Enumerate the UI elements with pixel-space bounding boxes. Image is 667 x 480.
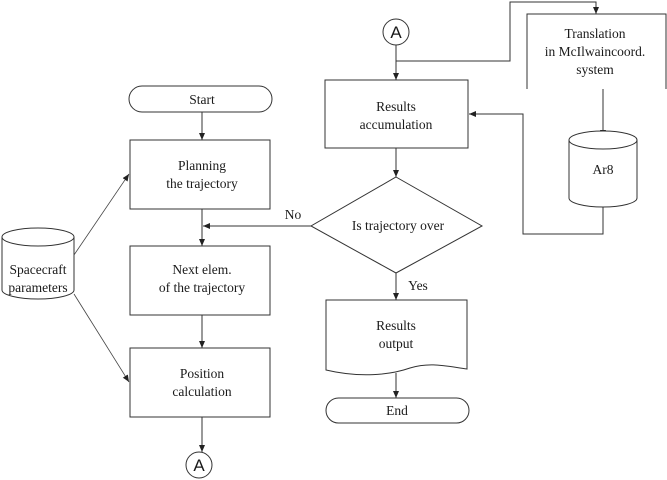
position-process-box: Position calculation	[129, 347, 271, 418]
output-label-line2: output	[379, 336, 414, 351]
connector-a-bottom: A	[185, 451, 213, 479]
start-terminator: Start	[128, 85, 273, 113]
planning-label-line2: the trajectory	[166, 176, 238, 191]
accumulation-label-line2: accumulation	[360, 117, 433, 132]
edge-spacecraft-position	[73, 293, 130, 383]
connector-a-top-label: A	[390, 23, 402, 42]
decision-diamond: Is trajectory over	[309, 176, 484, 274]
translation-label-line2: in McIlwaincoord.	[545, 44, 645, 59]
next-element-label-line2: of the trajectory	[159, 280, 245, 295]
no-label: No	[285, 207, 302, 222]
end-terminator: End	[325, 397, 470, 424]
edge-ar8-accumulation	[469, 111, 604, 235]
start-label: Start	[189, 92, 215, 107]
translation-process-box: Translation in McIlwaincoord. system	[526, 13, 667, 89]
yes-label: Yes	[408, 278, 428, 293]
ar8-label: Ar8	[593, 162, 614, 177]
position-label-line2: calculation	[172, 384, 231, 399]
output-label-line1: Results	[376, 318, 416, 333]
results-accumulation-box: Results accumulation	[324, 79, 469, 149]
planning-process-box: Planning the trajectory	[129, 139, 271, 210]
edge-spacecraft-planning	[73, 173, 130, 256]
connector-a-bottom-label: A	[193, 456, 205, 475]
spacecraft-label-line1: Spacecraft	[10, 262, 67, 277]
next-element-label-line1: Next elem.	[172, 262, 231, 277]
spacecraft-parameters-database: Spacecraft parameters	[1, 227, 75, 300]
spacecraft-label-line2: parameters	[8, 280, 67, 295]
end-label: End	[386, 403, 408, 418]
position-label-line1: Position	[180, 366, 225, 381]
translation-label-line3: system	[576, 62, 614, 77]
translation-label-line1: Translation	[564, 26, 625, 41]
edge-connector-translation	[396, 1, 599, 62]
next-element-process-box: Next elem. of the trajectory	[129, 245, 271, 316]
decision-label: Is trajectory over	[352, 218, 445, 233]
results-output-document: Results output	[325, 299, 468, 376]
ar8-database: Ar8	[568, 130, 638, 208]
accumulation-label-line1: Results	[376, 99, 416, 114]
planning-label-line1: Planning	[178, 158, 226, 173]
connector-a-top: A	[382, 18, 410, 46]
